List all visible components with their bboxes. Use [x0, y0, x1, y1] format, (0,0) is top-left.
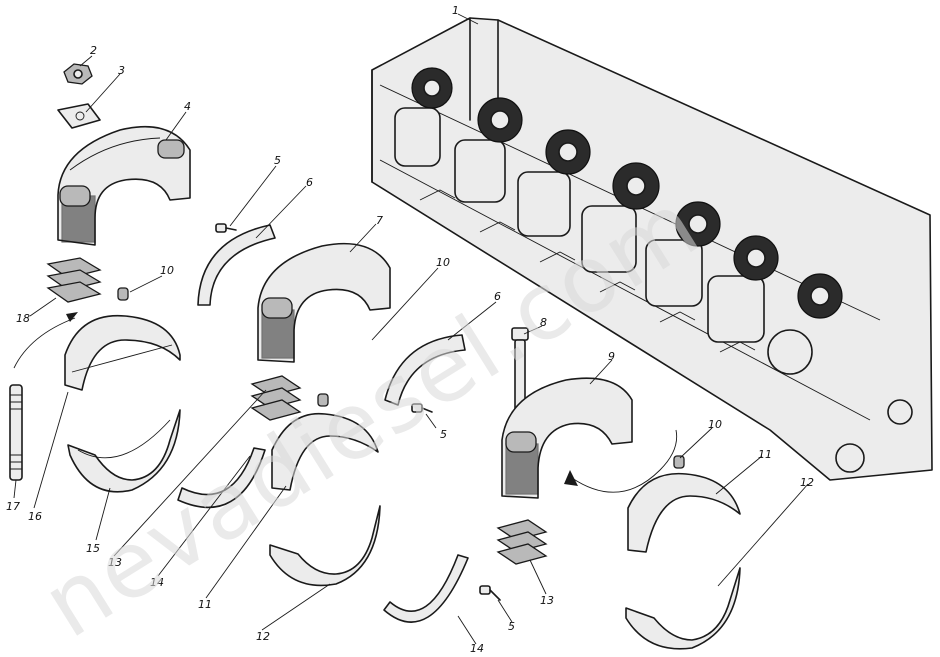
callout-12b: 12	[800, 476, 814, 489]
lower-bearing-shell-right	[625, 567, 741, 650]
cylinder-block	[371, 17, 933, 481]
block-bearing-caps	[411, 67, 843, 319]
callout-8: 8	[540, 316, 547, 329]
screw-center	[411, 403, 433, 413]
callout-14b: 14	[470, 642, 484, 655]
callout-10c: 10	[708, 418, 722, 431]
callout-9: 9	[608, 350, 615, 363]
lower-bearing-shell-left	[67, 409, 181, 493]
lock-plate	[57, 103, 101, 129]
intermediate-bearing-cap	[257, 242, 391, 363]
thrust-washer-center	[384, 334, 466, 406]
callout-4: 4	[184, 100, 191, 113]
thrust-washer-lower-center	[177, 447, 266, 509]
callout-13a: 13	[108, 556, 122, 569]
upper-bearing-shell-right	[627, 472, 741, 553]
block-windows	[394, 107, 913, 473]
callout-10a: 10	[160, 264, 174, 277]
upper-bearing-shell-center	[271, 412, 379, 491]
dowel-pin-right	[673, 455, 685, 469]
shim-stack-left	[46, 257, 102, 303]
callout-17: 17	[6, 500, 20, 513]
callout-13b: 13	[540, 594, 554, 607]
callout-labels: 1 2 3 4 5 6 7 10 10 18 17 16 15 13 14 11…	[6, 4, 814, 655]
callout-7: 7	[376, 214, 383, 227]
shim-stack-center	[250, 375, 302, 421]
lower-bearing-shell-center	[269, 505, 381, 587]
callout-11a: 11	[198, 598, 212, 611]
callout-14a: 14	[150, 576, 164, 589]
arrow-head-right	[564, 470, 578, 486]
screw-lower	[479, 585, 501, 601]
nut	[63, 63, 93, 85]
screw-left	[215, 223, 237, 233]
assembly-arrow-left	[13, 317, 76, 369]
stud-bolt	[9, 384, 23, 481]
callout-1: 1	[452, 4, 459, 17]
dowel-pin-left	[117, 287, 129, 301]
leader-lines	[13, 13, 809, 645]
callout-6a: 6	[306, 176, 313, 189]
callout-11b: 11	[758, 448, 772, 461]
callout-10b: 10	[436, 256, 450, 269]
callout-5b: 5	[440, 428, 447, 441]
callout-15: 15	[86, 542, 100, 555]
arrow-head-left	[66, 312, 78, 322]
upper-bearing-shell-left	[64, 314, 181, 391]
callout-2: 2	[90, 44, 97, 57]
shim-stack-right	[496, 519, 548, 565]
callout-5a: 5	[274, 154, 281, 167]
callout-6b: 6	[494, 290, 501, 303]
dowel-pin-center	[317, 393, 329, 407]
rear-bearing-cap	[501, 377, 633, 499]
callout-16: 16	[28, 510, 42, 523]
callout-12a: 12	[256, 630, 270, 643]
long-bolt	[511, 327, 529, 419]
thrust-washer-upper-left	[197, 224, 276, 306]
main-bearing-cap	[57, 125, 191, 246]
thrust-washer-lower-right	[383, 554, 469, 623]
callout-18: 18	[16, 312, 30, 325]
callout-3: 3	[118, 64, 125, 77]
assembly-arrow-right	[571, 429, 678, 493]
callout-5c: 5	[508, 620, 515, 633]
